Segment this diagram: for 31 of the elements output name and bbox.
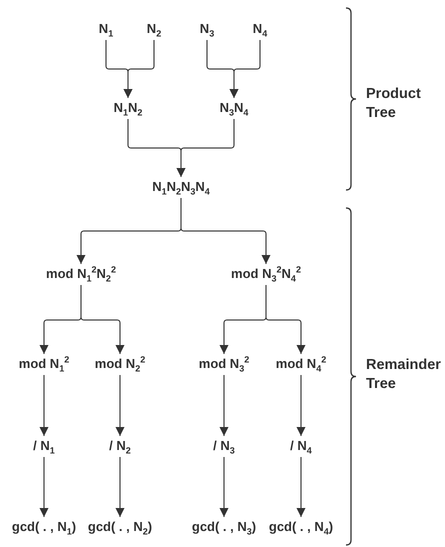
math-expression: / N$_{1}$ xyxy=(33,438,55,454)
math-expression: N$_{1}$N$_{2}$ xyxy=(114,100,142,116)
arrow xyxy=(180,198,270,264)
math-expression: N$_{1}$ xyxy=(98,21,114,37)
arrow xyxy=(116,374,124,436)
section-label: Product Tree xyxy=(366,85,422,123)
math-expression: N$_{3}$ xyxy=(200,21,214,37)
arrow xyxy=(220,456,228,518)
math-expression: gcd( . , N$_{4}$) xyxy=(268,519,334,535)
arrow xyxy=(124,40,154,98)
arrow xyxy=(80,284,124,354)
math-expression: N$_{4}$ xyxy=(252,21,268,37)
math-expression: gcd( . , N$_{1}$) xyxy=(12,519,76,535)
math-expression: / N$_{2}$ xyxy=(109,438,131,454)
arrow xyxy=(220,374,228,436)
arrow xyxy=(116,456,124,518)
math-expression: gcd( . , N$_{3}$) xyxy=(192,519,256,535)
arrow xyxy=(230,40,260,98)
math-expression: N$_{3}$N$_{4}$ xyxy=(220,100,248,116)
math-expression: gcd( . , N$_{2}$) xyxy=(88,519,152,535)
math-expression: N$_{1}$N$_{2}$N$_{3}$N$_{4}$ xyxy=(152,179,210,195)
arrow xyxy=(176,118,234,178)
arrow xyxy=(266,284,306,354)
math-expression: / N$_{4}$ xyxy=(290,438,312,454)
math-expression: N$_{2}$ xyxy=(146,21,162,37)
arrow xyxy=(40,374,48,436)
arrow xyxy=(296,374,306,436)
math-expression: / N$_{3}$ xyxy=(213,438,235,454)
arrow xyxy=(296,456,306,518)
section-label: Remainder Tree xyxy=(366,356,442,394)
arrow xyxy=(40,456,48,518)
